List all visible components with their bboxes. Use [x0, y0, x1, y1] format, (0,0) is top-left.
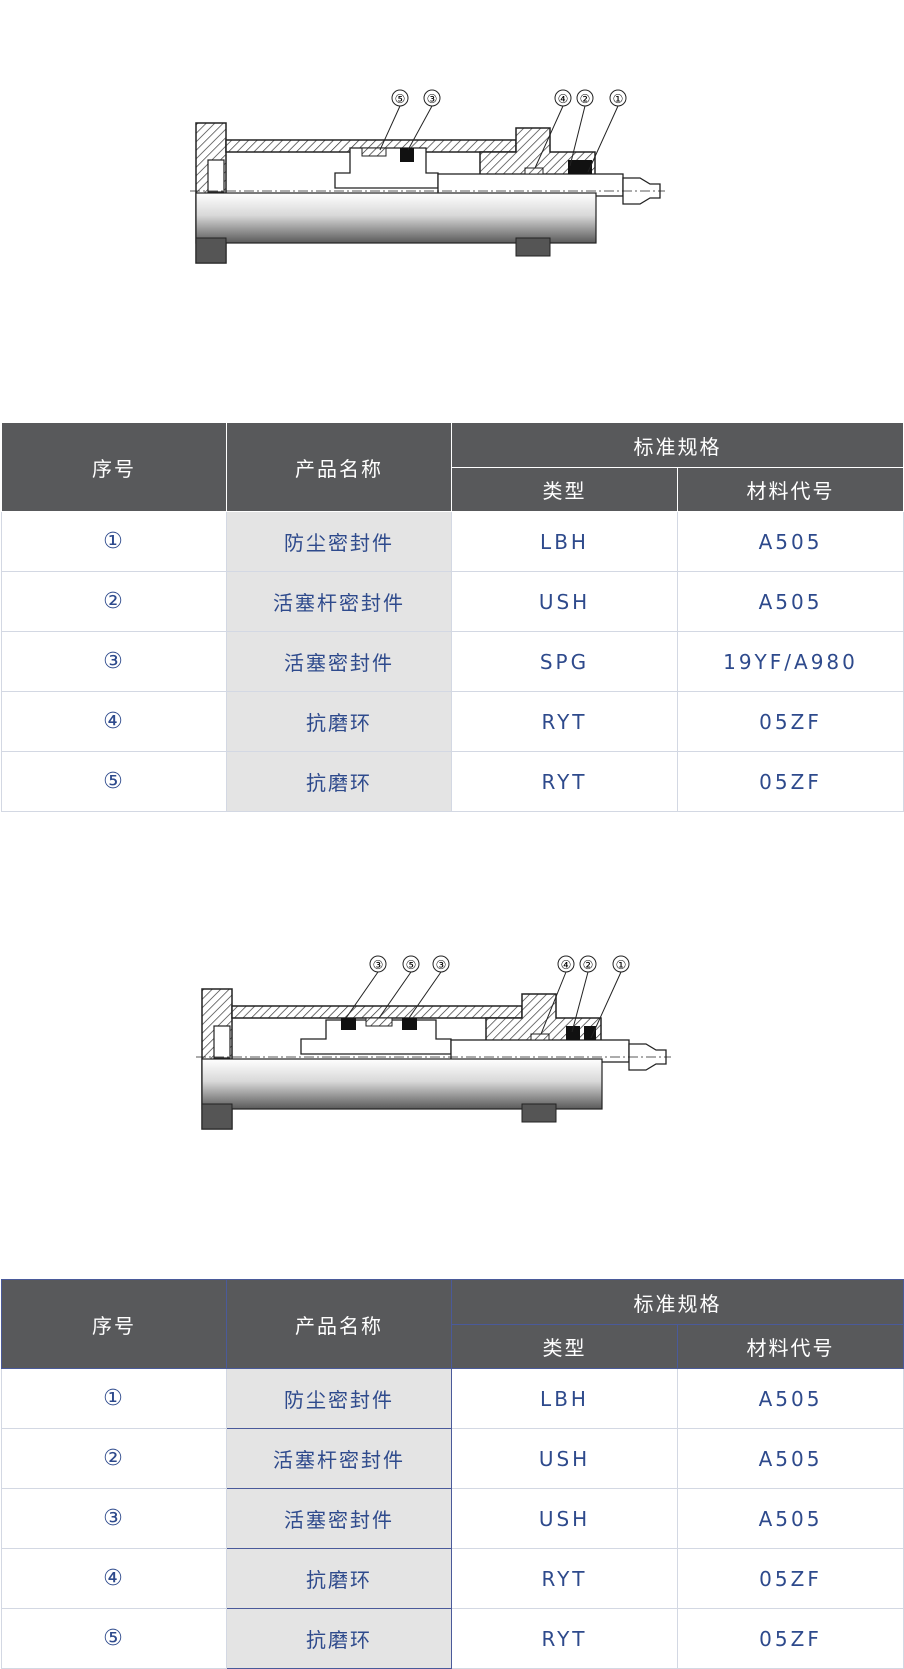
- header-index: 序号: [1, 422, 227, 512]
- seal-spec-table-1: 序号 产品名称 标准规格 类型 材料代号 ① 防尘密封件 LBH A505 ② …: [1, 422, 904, 812]
- table-row: ④ 抗磨环 RYT 05ZF: [1, 691, 904, 752]
- header-material-code: 材料代号: [677, 1324, 904, 1369]
- barrel-body: [201, 1058, 603, 1110]
- callout-label: ③: [436, 958, 447, 972]
- table-row: ② 活塞杆密封件 USH A505: [1, 571, 904, 632]
- row-type: SPG: [451, 631, 678, 692]
- header-product-name: 产品名称: [226, 1279, 452, 1369]
- row-product-name: 活塞密封件: [226, 631, 452, 692]
- row-type: LBH: [451, 1368, 678, 1429]
- row-index: ①: [1, 511, 227, 572]
- callout-label: ④: [558, 92, 569, 106]
- row-index: ④: [1, 691, 227, 752]
- row-type: RYT: [451, 1548, 678, 1609]
- row-material: 05ZF: [677, 1548, 904, 1609]
- callout-group: [379, 105, 619, 173]
- header-type: 类型: [451, 467, 678, 512]
- callout-label: ①: [613, 92, 624, 106]
- callout-label: ①: [616, 958, 627, 972]
- callout-label: ②: [583, 958, 594, 972]
- row-type: LBH: [451, 511, 678, 572]
- row-type: USH: [451, 571, 678, 632]
- row-material: 19YF/A980: [677, 631, 904, 692]
- row-index: ③: [1, 631, 227, 692]
- callout-label: ②: [580, 92, 591, 106]
- row-type: RYT: [451, 1608, 678, 1669]
- row-product-name: 抗磨环: [226, 691, 452, 752]
- header-standard-spec: 标准规格: [451, 1279, 904, 1325]
- table-row: ⑤ 抗磨环 RYT 05ZF: [1, 751, 904, 812]
- barrel-wall: [231, 1005, 523, 1019]
- row-material: 05ZF: [677, 1608, 904, 1669]
- barrel-body: [195, 192, 597, 244]
- callout-label: ③: [427, 92, 438, 106]
- row-material: 05ZF: [677, 691, 904, 752]
- row-material: A505: [677, 1488, 904, 1549]
- row-product-name: 抗磨环: [226, 751, 452, 812]
- seal-spec-table-2: 序号 产品名称 标准规格 类型 材料代号 ① 防尘密封件 LBH A505 ② …: [1, 1279, 904, 1669]
- header-index: 序号: [1, 1279, 227, 1369]
- row-index: ①: [1, 1368, 227, 1429]
- row-product-name: 活塞杆密封件: [226, 571, 452, 632]
- row-material: A505: [677, 1368, 904, 1429]
- row-index: ④: [1, 1548, 227, 1609]
- table-row: ⑤ 抗磨环 RYT 05ZF: [1, 1608, 904, 1669]
- row-index: ②: [1, 1428, 227, 1489]
- row-product-name: 防尘密封件: [226, 511, 452, 572]
- row-product-name: 抗磨环: [226, 1548, 452, 1609]
- header-standard-spec: 标准规格: [451, 422, 904, 468]
- row-material: A505: [677, 571, 904, 632]
- callout-label: ⑤: [406, 958, 417, 972]
- row-type: RYT: [451, 751, 678, 812]
- row-product-name: 抗磨环: [226, 1608, 452, 1669]
- table-row: ④ 抗磨环 RYT 05ZF: [1, 1548, 904, 1609]
- callout-label: ⑤: [395, 92, 406, 106]
- row-product-name: 防尘密封件: [226, 1368, 452, 1429]
- table-row: ② 活塞杆密封件 USH A505: [1, 1428, 904, 1489]
- callout-label: ③: [373, 958, 384, 972]
- row-material: A505: [677, 511, 904, 572]
- row-material: A505: [677, 1428, 904, 1489]
- callout-label: ④: [561, 958, 572, 972]
- row-material: 05ZF: [677, 751, 904, 812]
- row-type: USH: [451, 1488, 678, 1549]
- header-type: 类型: [451, 1324, 678, 1369]
- cylinder-seal-diagram-1: ⑤ ③ ④ ② ①: [190, 89, 665, 264]
- cylinder-seal-diagram-2: ③ ⑤ ③ ④ ② ①: [196, 955, 671, 1130]
- table-row: ③ 活塞密封件 USH A505: [1, 1488, 904, 1549]
- row-index: ⑤: [1, 751, 227, 812]
- row-index: ②: [1, 571, 227, 632]
- table-row: ① 防尘密封件 LBH A505: [1, 1368, 904, 1429]
- row-type: USH: [451, 1428, 678, 1489]
- table-row: ① 防尘密封件 LBH A505: [1, 511, 904, 572]
- row-type: RYT: [451, 691, 678, 752]
- row-index: ③: [1, 1488, 227, 1549]
- row-index: ⑤: [1, 1608, 227, 1669]
- row-product-name: 活塞杆密封件: [226, 1428, 452, 1489]
- header-material-code: 材料代号: [677, 467, 904, 512]
- row-product-name: 活塞密封件: [226, 1488, 452, 1549]
- table-row: ③ 活塞密封件 SPG 19YF/A980: [1, 631, 904, 692]
- header-product-name: 产品名称: [226, 422, 452, 512]
